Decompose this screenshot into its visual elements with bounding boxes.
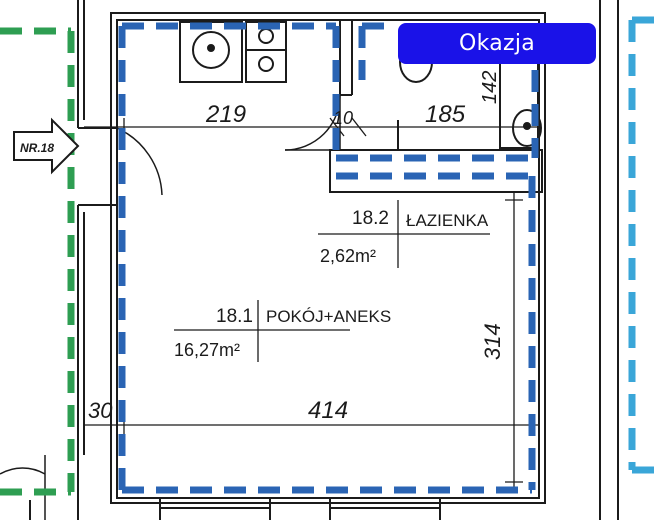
dimension-lines xyxy=(84,117,538,490)
bathroom-name: ŁAZIENKA xyxy=(406,211,489,230)
room-name: POKÓJ+ANEKS xyxy=(266,307,391,326)
corridor-outline xyxy=(0,27,75,496)
room-area: 16,27m² xyxy=(174,340,240,360)
bathroom-number: 18.2 xyxy=(352,208,389,229)
washbasin-icon xyxy=(512,109,542,147)
offer-badge-label: Okazja xyxy=(458,31,536,56)
stove-icon xyxy=(245,21,287,83)
kitchen-fixtures xyxy=(179,21,287,83)
sink-icon xyxy=(179,21,243,83)
neighbor-outline xyxy=(628,16,658,474)
entrance-marker: NR.18 xyxy=(13,117,80,175)
entrance-marker-label: NR.18 xyxy=(20,141,54,155)
dimension-right-width: 185 xyxy=(425,101,466,128)
walls xyxy=(29,0,619,520)
unit-outline xyxy=(118,22,539,494)
room-number: 18.1 xyxy=(216,306,253,327)
dimension-bottom-width: 414 xyxy=(308,397,348,424)
dimension-left-width: 219 xyxy=(205,101,246,128)
dimension-corner: 142 xyxy=(479,71,501,104)
offer-badge[interactable]: Okazja xyxy=(398,23,596,64)
dimension-wall: 10 xyxy=(333,108,353,128)
dimension-wall-left: 30 xyxy=(88,398,113,423)
bathroom-area: 2,62m² xyxy=(320,246,376,266)
dimension-height: 314 xyxy=(480,323,505,360)
